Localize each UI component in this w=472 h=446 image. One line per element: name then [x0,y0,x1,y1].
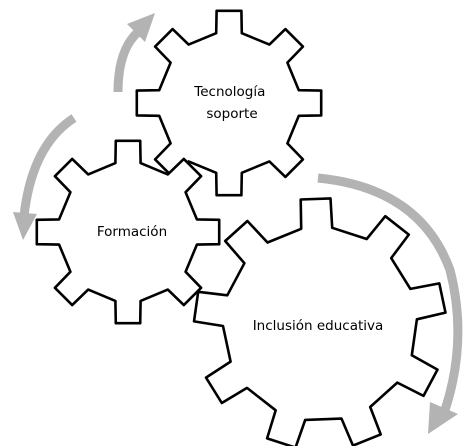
arrow-top [113,13,155,93]
arrow-right [317,173,463,434]
gear-formacion-body [35,139,221,325]
arrow-left-shaft [19,114,77,217]
gear-tecnologia-soporte-body [135,9,323,197]
arrow-top-shaft [113,28,142,93]
arrow-left [13,114,77,240]
arrow-left-head [13,212,37,240]
gear-tecnologia-soporte-label: Tecnología soporte [193,84,269,122]
arrow-right-head [428,402,458,434]
gear-tecnologia-soporte-label-line-1: Tecnología [193,84,265,100]
gear-tecnologia-soporte: Tecnología soporte [135,9,323,197]
arrow-right-shaft [317,173,463,412]
gear-tecnologia-soporte-label-line-2: soporte [206,106,257,122]
gear-inclusion-educativa: Inclusión educativa [192,197,447,446]
gear-formacion-label: Formación [97,224,167,240]
arrow-top-head [127,13,155,42]
gear-inclusion-educativa-label: Inclusión educativa [253,318,384,334]
gear-formacion: Formación [35,139,221,325]
